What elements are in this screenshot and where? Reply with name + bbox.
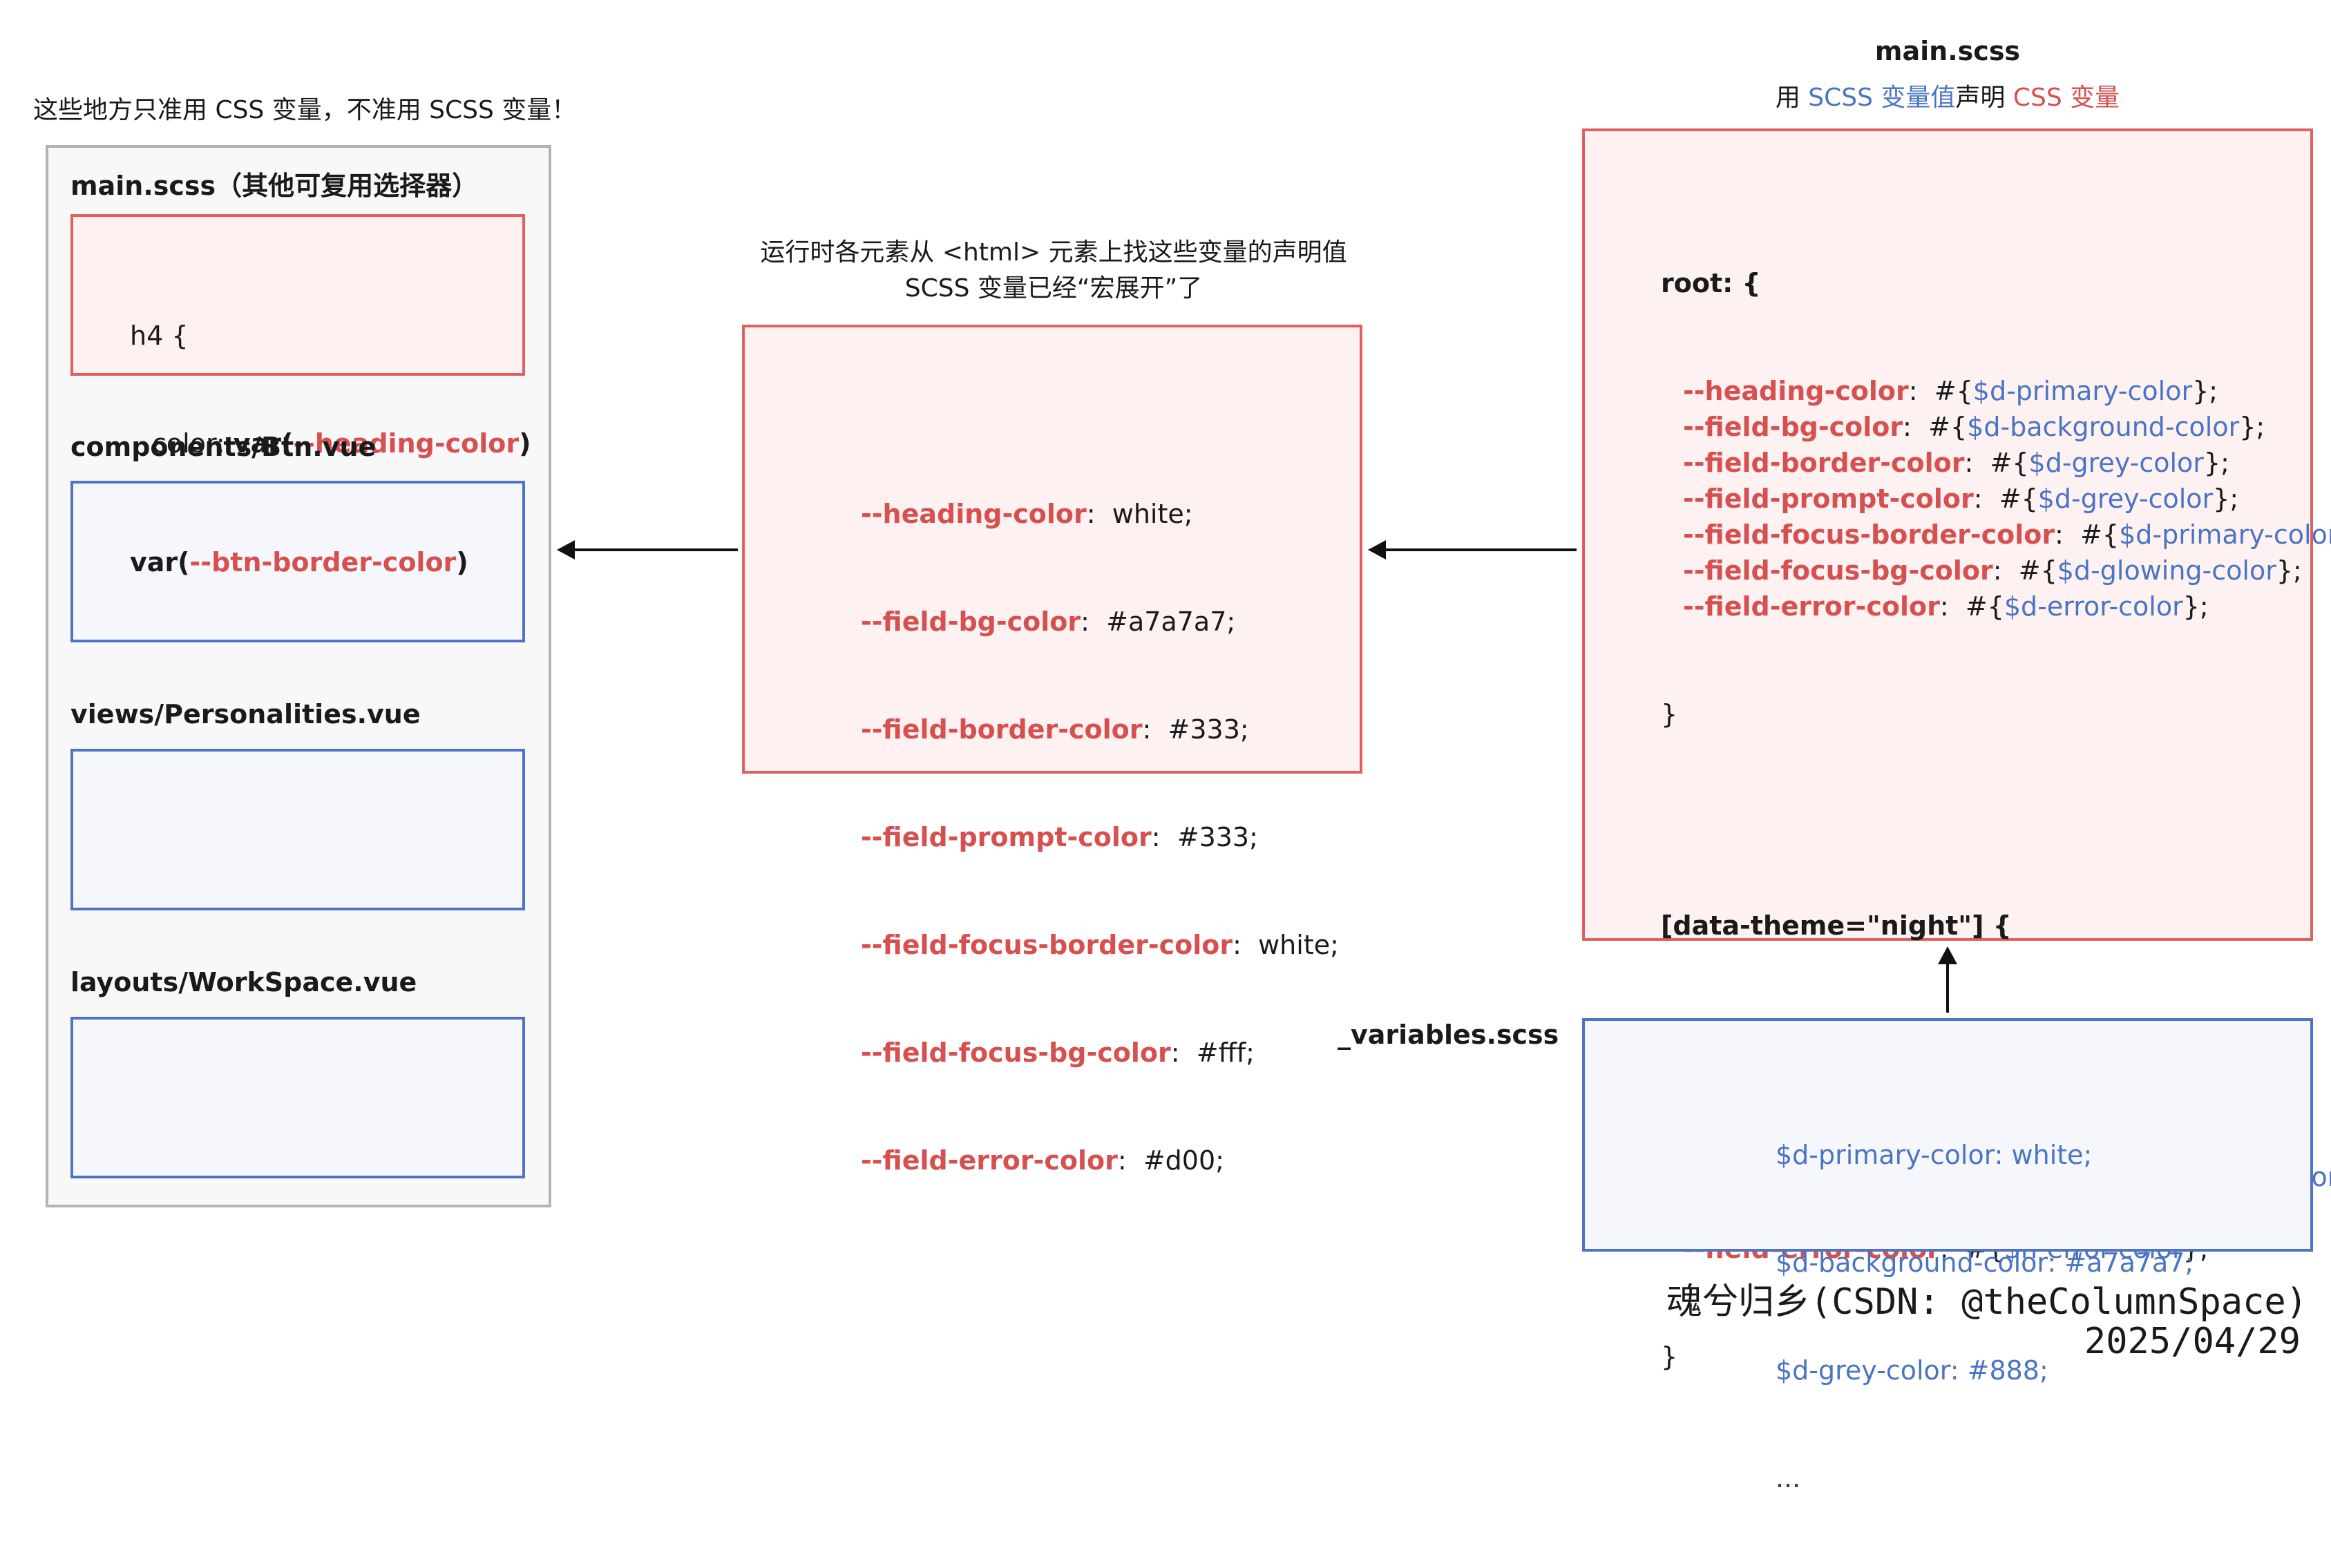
decl-line: --field-bg-color: #{$d-background-color}… bbox=[1683, 412, 2265, 442]
scss-var-line: $d-primary-color: white; bbox=[1776, 1140, 2093, 1170]
css-var-name: --field-focus-bg-color bbox=[861, 1038, 1171, 1068]
code-func: var( bbox=[130, 547, 190, 577]
css-var-name: --field-error-color bbox=[861, 1145, 1118, 1176]
css-var-name: --field-border-color bbox=[861, 714, 1143, 745]
btn-vue-code: var(--btn-border-color) bbox=[130, 544, 468, 580]
scss-var-ref: $d-primary-color bbox=[1972, 376, 2193, 406]
arrow-right-to-middle bbox=[1368, 540, 1577, 560]
scss-var-line: $d-grey-color: #888; bbox=[1776, 1355, 2048, 1386]
css-var-value: #333; bbox=[1177, 822, 1258, 852]
css-var-ref: --heading-color bbox=[293, 428, 520, 459]
runtime-vars-box: --heading-color: white; --field-bg-color… bbox=[742, 325, 1362, 1176]
variables-scss-box: $d-primary-color: white; $d-background-c… bbox=[1582, 1018, 2313, 1493]
variables-scss-code: $d-primary-color: white; $d-background-c… bbox=[1776, 1065, 2194, 1568]
css-var-name: --field-border-color bbox=[1683, 448, 1965, 478]
css-var-name: --field-bg-color bbox=[1683, 412, 1903, 442]
code-func: var( bbox=[233, 428, 294, 459]
root-vars: --heading-color: #{$d-primary-color}; --f… bbox=[1661, 373, 2331, 624]
note-line: 运行时各元素从 <html> 元素上找这些变量的声明值 bbox=[760, 238, 1347, 267]
scss-var-ref: $d-grey-color bbox=[2037, 484, 2214, 514]
note-line: SCSS 变量已经“宏展开”了 bbox=[904, 274, 1203, 303]
var-line: --heading-color: white; bbox=[861, 499, 1193, 529]
var-line: --field-focus-bg-color: #fff; bbox=[861, 1038, 1255, 1068]
css-var-name: --field-error-color bbox=[1683, 591, 1940, 622]
css-var-name: --field-prompt-color bbox=[861, 822, 1152, 852]
css-var-name: --field-focus-border-color bbox=[861, 930, 1233, 960]
scss-var-ref: $d-primary-color bbox=[2119, 519, 2331, 550]
scss-var-line: $d-background-color: #a7a7a7; bbox=[1776, 1247, 2194, 1278]
close-brace: } bbox=[1661, 699, 1678, 729]
css-var-value: white; bbox=[1112, 499, 1193, 529]
main-scss-code: h4 { color: var(--heading-color) } bbox=[130, 246, 531, 641]
css-var-ref: --btn-border-color bbox=[189, 547, 457, 577]
middle-note: 运行时各元素从 <html> 元素上找这些变量的声明值 SCSS 变量已经“宏展… bbox=[705, 235, 1402, 307]
arrow-variables-to-main bbox=[1938, 946, 1957, 1013]
code-text: color: bbox=[152, 428, 234, 459]
decl-line: --field-border-color: #{$d-grey-color}; bbox=[1683, 448, 2229, 478]
css-var-value: white; bbox=[1258, 930, 1339, 960]
left-caption: 这些地方只准用 CSS 变量，不准用 SCSS 变量！ bbox=[33, 96, 577, 124]
selector-line: root: { bbox=[1661, 268, 1761, 298]
css-var-value: #a7a7a7; bbox=[1106, 606, 1236, 637]
css-var-name: --field-prompt-color bbox=[1683, 484, 1974, 514]
runtime-vars-list: --heading-color: white; --field-bg-color… bbox=[861, 424, 1339, 1250]
subtitle-css-term: CSS 变量 bbox=[2013, 84, 2120, 112]
code-line: color: var(--heading-color) bbox=[130, 426, 531, 461]
var-line: --field-prompt-color: #333; bbox=[861, 822, 1258, 852]
code-line: h4 { bbox=[130, 321, 189, 351]
personalities-vue-label: views/Personalities.vue bbox=[70, 699, 421, 729]
css-var-name: --heading-color bbox=[1683, 376, 1909, 406]
css-var-value: #d00; bbox=[1143, 1145, 1224, 1176]
var-line: --field-bg-color: #a7a7a7; bbox=[861, 606, 1236, 637]
workspace-vue-box bbox=[70, 1017, 525, 1178]
scss-var-ref: $d-grey-color bbox=[2028, 448, 2204, 478]
code-func: ) bbox=[456, 547, 468, 577]
signature-author: 魂兮归乡(CSDN: @theColumnSpace) bbox=[1666, 1281, 2308, 1323]
variables-scss-label: _variables.scss bbox=[1338, 1020, 1559, 1050]
css-var-name: --field-focus-bg-color bbox=[1683, 555, 1993, 586]
subtitle-scss-term: SCSS 变量值 bbox=[1808, 84, 1956, 112]
personalities-vue-box bbox=[70, 749, 525, 910]
decl-line: --field-prompt-color: #{$d-grey-color}; bbox=[1683, 484, 2239, 514]
arrows bbox=[557, 540, 1957, 1013]
subtitle-text: 声明 bbox=[1955, 84, 2013, 112]
css-var-name: --field-focus-border-color bbox=[1683, 519, 2055, 550]
btn-vue-label: components/Btn.vue bbox=[70, 432, 377, 462]
decl-line: --heading-color: #{$d-primary-color}; bbox=[1683, 376, 2218, 406]
right-title: main.scss bbox=[1874, 36, 2021, 66]
css-var-value: #fff; bbox=[1196, 1038, 1255, 1068]
var-line: --field-error-color: #d00; bbox=[861, 1145, 1224, 1176]
css-var-name: --field-bg-color bbox=[861, 606, 1081, 637]
decl-line: --field-focus-border-color: #{$d-primary… bbox=[1683, 517, 2331, 553]
right-subtitle: 用 SCSS 变量值声明 CSS 变量 bbox=[1582, 77, 2313, 113]
workspace-vue-label: layouts/WorkSpace.vue bbox=[70, 967, 417, 997]
code-func: ) bbox=[519, 428, 531, 459]
var-line: --field-border-color: #333; bbox=[861, 714, 1249, 745]
selector-line: [data-theme="night"] { bbox=[1661, 910, 2012, 941]
css-var-value: #333; bbox=[1168, 714, 1249, 745]
main-scss-code-box: h4 { color: var(--heading-color) } bbox=[70, 214, 531, 566]
scss-var-ref: $d-background-color bbox=[1967, 412, 2240, 442]
scss-var-ref: $d-glowing-color bbox=[2057, 555, 2276, 586]
subtitle-text: 用 bbox=[1775, 84, 1809, 112]
css-var-name: --heading-color bbox=[861, 499, 1087, 529]
arrow-middle-to-left bbox=[557, 540, 738, 560]
decl-line: --field-error-color: #{$d-error-color}; bbox=[1683, 591, 2209, 622]
scss-var-ref: $d-error-color bbox=[2004, 591, 2183, 622]
scss-var-line: ... bbox=[1776, 1463, 1801, 1493]
btn-vue-box: var(--btn-border-color) bbox=[70, 481, 525, 642]
main-scss-label: main.scss（其他可复用选择器） bbox=[70, 171, 479, 201]
close-brace: } bbox=[1661, 1341, 1678, 1372]
var-line: --field-focus-border-color: white; bbox=[861, 930, 1339, 960]
decl-line: --field-focus-bg-color: #{$d-glowing-col… bbox=[1683, 555, 2302, 586]
signature-date: 2025/04/29 bbox=[2084, 1321, 2301, 1362]
